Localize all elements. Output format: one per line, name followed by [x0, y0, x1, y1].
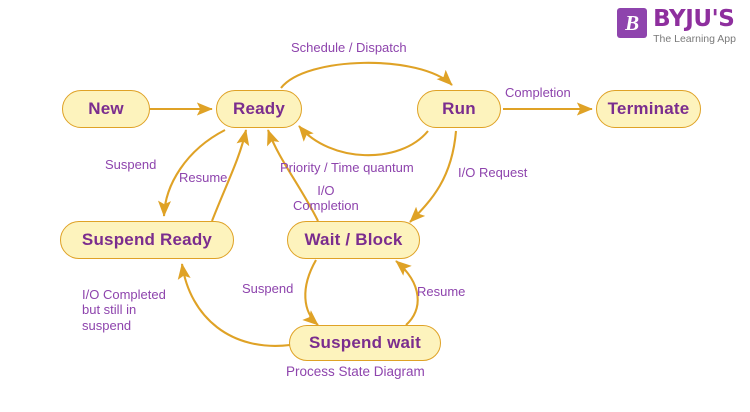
byjus-logo-glyph: B	[625, 10, 640, 35]
edge-label-priority-time: Priority / Time quantum	[280, 160, 414, 175]
edge-label-suspend-ready: Suspend	[105, 157, 157, 172]
node-run[interactable]: Run	[417, 90, 501, 128]
edge-label-completion: Completion	[505, 85, 571, 100]
node-suspend-wait[interactable]: Suspend wait	[289, 325, 441, 361]
edge-priority-time-quantum	[298, 125, 429, 157]
node-suspend-ready[interactable]: Suspend Ready	[60, 221, 234, 259]
edge-schedule-dispatch	[280, 61, 453, 89]
edge-label-io-request: I/O Request	[458, 165, 528, 180]
edge-label-resume-ready: Resume	[179, 170, 228, 185]
node-ready[interactable]: Ready	[216, 90, 302, 128]
byjus-logo: B BYJU'S The Learning App	[617, 8, 736, 45]
edge-io-completed-but-suspend	[177, 263, 291, 347]
byjus-logo-text: BYJU'S The Learning App	[653, 8, 736, 45]
edge-label-schedule-dispatch: Schedule / Dispatch	[291, 40, 407, 55]
edge-label-resume-wait: Resume	[417, 284, 466, 299]
edge-resume-wait	[395, 260, 419, 326]
diagram-caption: Process State Diagram	[286, 364, 425, 379]
node-new[interactable]: New	[62, 90, 150, 128]
brand-name: BYJU'S	[653, 6, 735, 32]
node-wait-block[interactable]: Wait / Block	[287, 221, 420, 259]
edge-resume-ready	[211, 129, 250, 222]
edge-io-completion	[267, 129, 319, 222]
edge-suspend-wait	[302, 259, 319, 326]
edge-suspend-ready	[157, 129, 226, 217]
edge-io-request	[409, 130, 458, 223]
edge-label-io-completion: I/O Completion	[293, 183, 359, 214]
brand-tagline: The Learning App	[653, 33, 736, 45]
byjus-logo-mark-icon: B	[617, 8, 648, 38]
node-terminate[interactable]: Terminate	[596, 90, 701, 128]
edge-label-suspend-wait: Suspend	[242, 281, 294, 296]
edge-label-io-completed-suspend: I/O Completed but still in suspend	[82, 287, 166, 333]
